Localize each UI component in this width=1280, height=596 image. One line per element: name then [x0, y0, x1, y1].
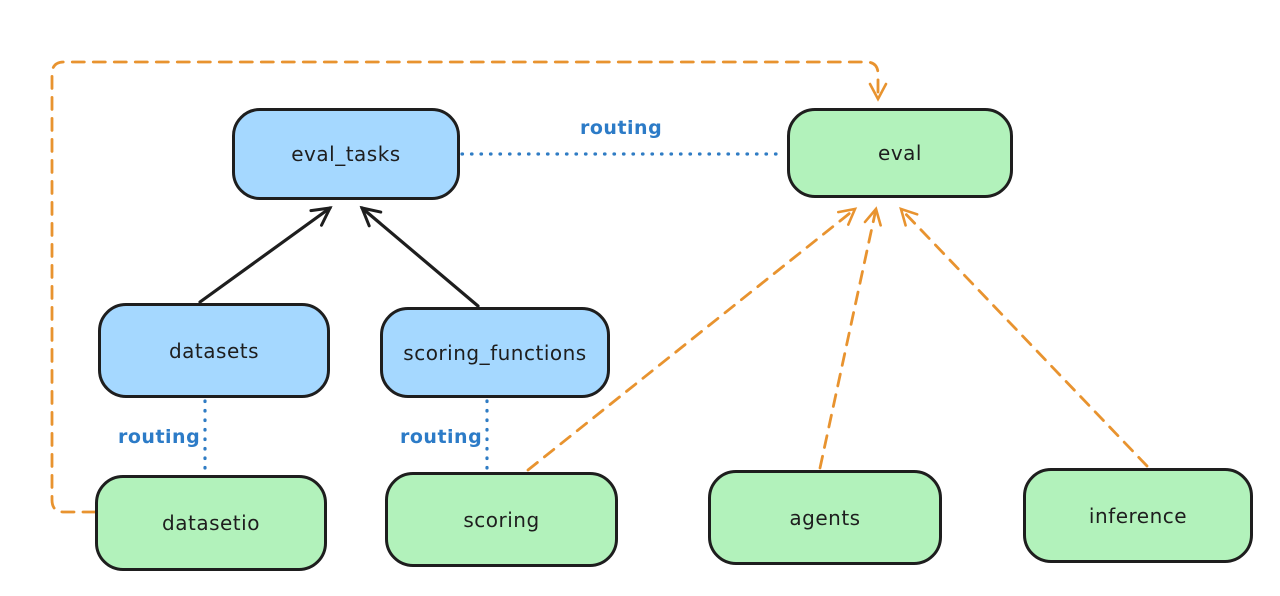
- edge-agents-eval: [818, 206, 882, 470]
- node-datasets-label: datasets: [168, 338, 260, 363]
- node-agents-label: agents: [789, 505, 861, 530]
- node-eval-tasks: eval_tasks: [232, 108, 460, 200]
- edge-datasets-eval_tasks: [198, 206, 333, 304]
- edge-datasetio-eval: [50, 60, 888, 514]
- edge-inference-eval: [899, 207, 1149, 468]
- routing-label-eval_tasks-eval: routing: [580, 117, 663, 139]
- routing-label-scoring_functions-scoring: routing: [400, 426, 483, 448]
- node-scoring-label: scoring: [463, 507, 540, 532]
- node-scoring-functions-label: scoring_functions: [403, 340, 587, 365]
- node-datasetio-label: datasetio: [162, 511, 260, 535]
- node-inference-label: inference: [1088, 503, 1188, 528]
- node-datasetio: datasetio: [95, 475, 327, 571]
- node-agents: agents: [708, 470, 942, 565]
- node-scoring: scoring: [385, 472, 618, 567]
- node-eval: eval: [787, 108, 1013, 198]
- node-scoring-functions: scoring_functions: [380, 307, 610, 398]
- node-eval-tasks-label: eval_tasks: [291, 142, 401, 166]
- node-inference: inference: [1023, 468, 1253, 563]
- routing-label-datasets-datasetio: routing: [118, 426, 201, 448]
- edge-scoring-eval: [526, 207, 858, 472]
- edge-scoring_functions-eval_tasks: [359, 205, 480, 308]
- node-datasets: datasets: [98, 303, 330, 398]
- node-eval-label: eval: [878, 141, 922, 165]
